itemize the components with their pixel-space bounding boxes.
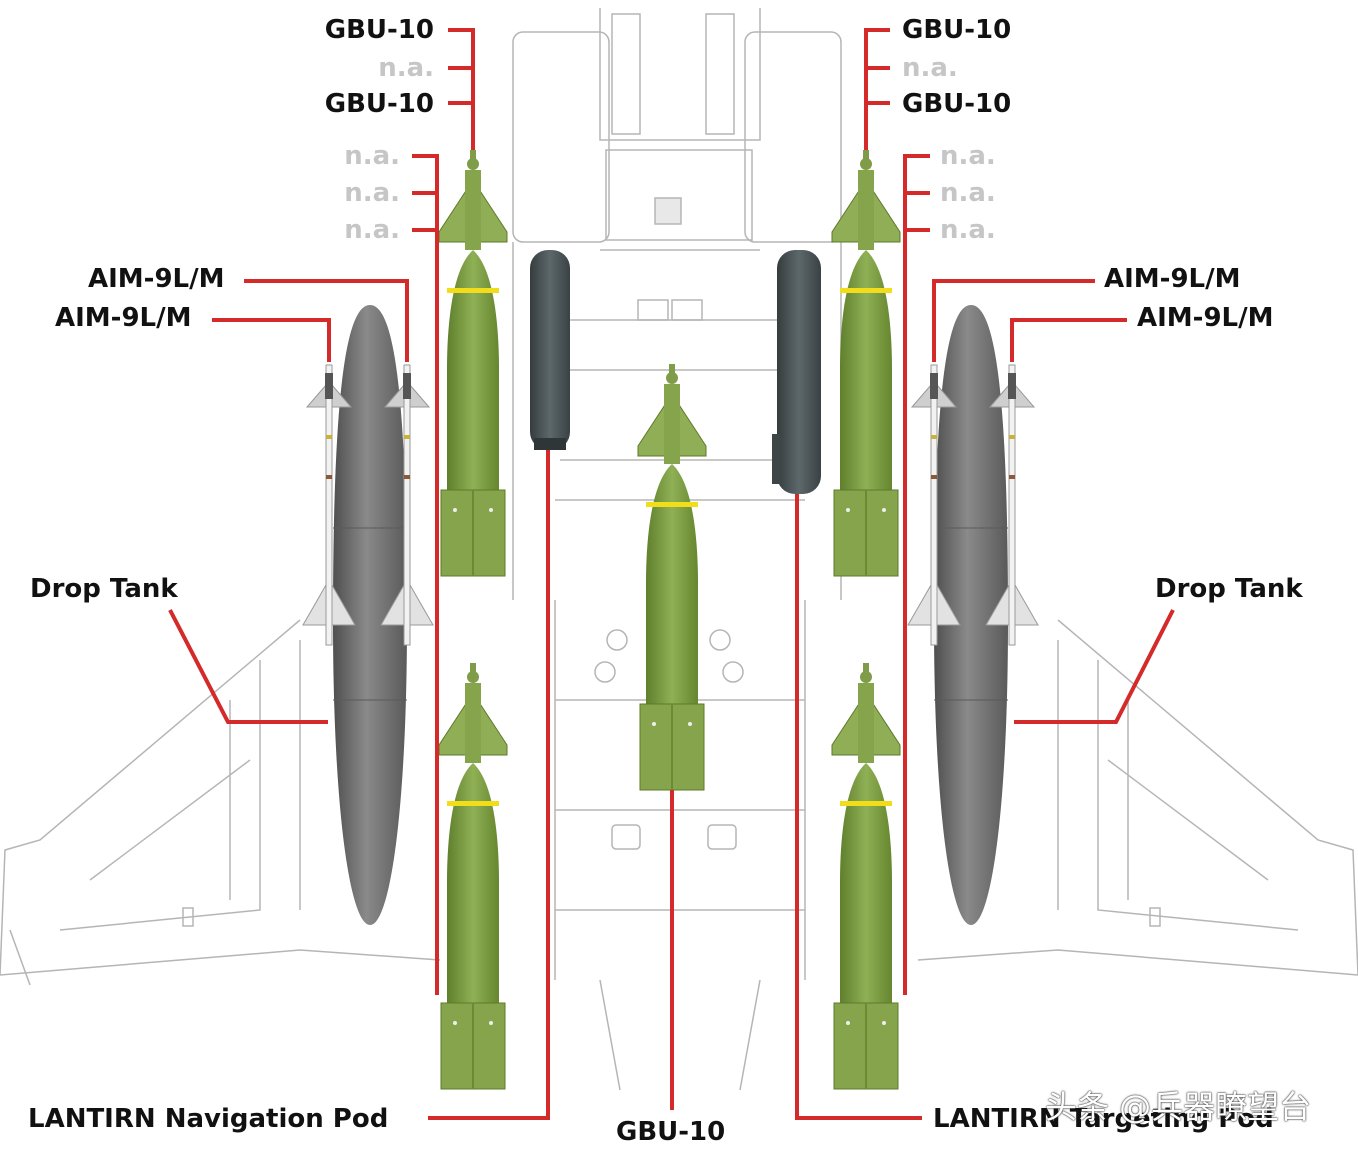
lantirn-targeting-pod [772, 250, 821, 494]
label-inner-left-na-3: n.a. [344, 215, 400, 245]
label-inner-left-na-2: n.a. [344, 178, 400, 208]
label-top-right-gbu10-lower: GBU-10 [902, 89, 1012, 119]
label-lantirn-targeting-pod: LANTIRN Targeting Pod [933, 1104, 1274, 1134]
label-inner-right-na-3: n.a. [940, 215, 996, 245]
label-aim9-right-upper: AIM-9L/M [1104, 264, 1241, 294]
leader-lines [168, 28, 1175, 1120]
label-top-left-na: n.a. [378, 53, 434, 83]
label-top-right-na: n.a. [902, 53, 958, 83]
label-top-right-gbu10-upper: GBU-10 [902, 15, 1012, 45]
label-drop-tank-left: Drop Tank [30, 574, 178, 604]
label-drop-tank-right: Drop Tank [1155, 574, 1303, 604]
label-center-gbu10: GBU-10 [616, 1117, 726, 1147]
label-inner-right-na-2: n.a. [940, 178, 996, 208]
label-aim9-left-lower: AIM-9L/M [55, 303, 192, 333]
label-inner-right-na-1: n.a. [940, 141, 996, 171]
label-aim9-right-lower: AIM-9L/M [1137, 303, 1274, 333]
lantirn-navigation-pod [530, 250, 570, 450]
watermark: 头条 @兵器瞭望台 [1045, 1088, 1312, 1126]
gbu10-bomb-center [637, 363, 707, 791]
drop-tank-left [333, 305, 407, 925]
label-aim9-left-upper: AIM-9L/M [88, 264, 225, 294]
label-top-left-gbu10-upper: GBU-10 [324, 15, 434, 45]
label-inner-left-na-1: n.a. [344, 141, 400, 171]
gbu10-bomb-right-front [831, 149, 901, 577]
gbu10-bomb-right-rear [831, 662, 901, 1090]
gbu10-bomb-left-front [438, 149, 508, 577]
label-lantirn-navigation-pod: LANTIRN Navigation Pod [28, 1104, 389, 1134]
label-top-left-gbu10-lower: GBU-10 [324, 89, 434, 119]
gbu10-bomb-left-rear [438, 662, 508, 1090]
airframe-outline [0, 8, 1358, 1091]
drop-tank-right [934, 305, 1008, 925]
